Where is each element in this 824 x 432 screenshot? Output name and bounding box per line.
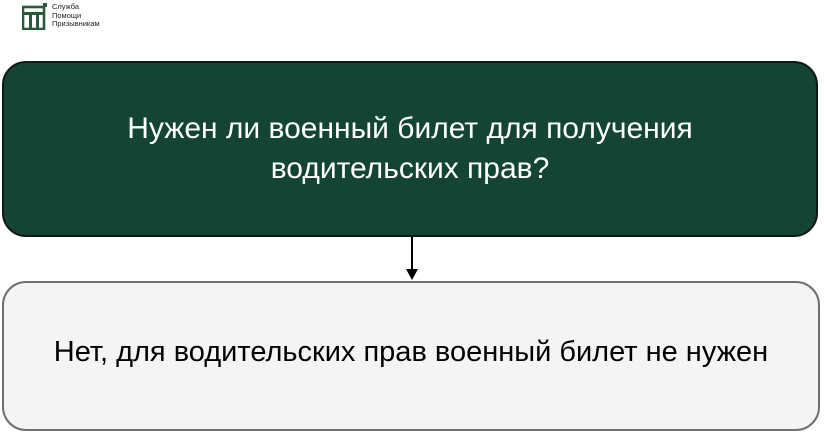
question-text: Нужен ли военный билет для получения вод… — [127, 112, 693, 185]
logo-icon — [22, 3, 47, 30]
question-box: Нужен ли военный билет для получения вод… — [2, 61, 818, 237]
logo-text-line2: Помощи — [52, 10, 82, 20]
logo-text: Служба Помощи Призывникам — [52, 2, 100, 29]
answer-box: Нет, для водительских прав военный билет… — [2, 281, 820, 431]
logo-text-line3: Призывникам — [52, 19, 100, 28]
answer-text: Нет, для водительских прав военный билет… — [53, 336, 769, 368]
connector-arrow — [406, 237, 418, 280]
logo-text-line1: Служба — [52, 2, 80, 11]
logo: Служба Помощи Призывникам — [22, 2, 100, 32]
